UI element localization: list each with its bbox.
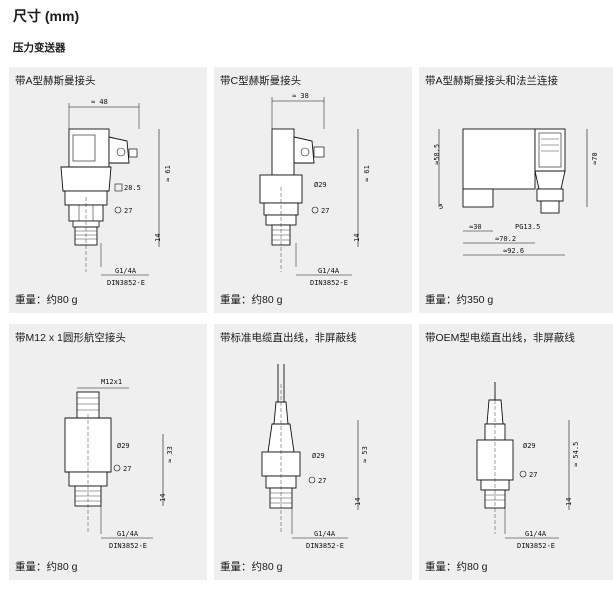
dim-height: ≈ 53: [361, 446, 369, 463]
standard-label: DIN3852-E: [306, 542, 344, 550]
dim-height: ≈ 54.5: [572, 442, 580, 467]
dim-square: 28.5: [124, 184, 141, 192]
dim-hex: 27: [529, 471, 537, 479]
standard-label: DIN3852-E: [517, 542, 555, 550]
dim-30: ≈30: [469, 223, 482, 231]
thread-label: G1/4A: [117, 530, 139, 538]
thread-label: G1/4A: [525, 530, 547, 538]
dim-height: ≈ 61: [363, 165, 371, 182]
dim-thread-len: 14: [159, 494, 167, 502]
dim-diameter: Ø29: [117, 442, 130, 450]
standard-label: DIN3852-E: [310, 279, 348, 287]
page-title: 尺寸 (mm): [13, 8, 80, 24]
weight-label: 重量：约80 g: [220, 561, 283, 573]
card-oem-cable: 带OEM型电缆直出线，非屏蔽线 Ø29 27 ≈ 54.5 14 G1/4A D…: [419, 324, 613, 580]
drawing-oem-cable: Ø29 27 ≈ 54.5 14 G1/4A DIN3852-E: [476, 382, 580, 550]
thread-label: G1/4A: [314, 530, 336, 538]
dim-hex: 27: [123, 465, 131, 473]
dim-width: ≈ 48: [91, 98, 108, 106]
weight-label: 重量：约80 g: [220, 294, 283, 306]
dim-thread-len: 14: [354, 498, 362, 506]
thread-label: G1/4A: [318, 267, 340, 275]
dim-diameter: Ø29: [312, 452, 325, 460]
card-hirschmann-c: 带C型赫斯曼接头 ≈ 38 Ø29 27 ≈ 61 14 G1/4A DIN38…: [214, 67, 412, 313]
dim-diameter: Ø29: [523, 442, 536, 450]
thread-label: G1/4A: [115, 267, 137, 275]
card-title: 带A型赫斯曼接头: [15, 75, 96, 87]
drawing-hirschmann-a: ≈ 48 28.5 27 ≈ 61 14 G1/4A DIN3852-E: [60, 98, 172, 287]
drawing-m12-connector: M12x1 Ø29 27 ≈ 33 14 G1/4A DIN3852-E: [64, 378, 174, 550]
weight-label: 重量：约80 g: [15, 294, 78, 306]
card-hirschmann-a-flange: 带A型赫斯曼接头和法兰连接 ≈58.5 5 ≈70 ≈30 PG13.5 ≈70…: [419, 67, 613, 313]
drawing-hirschmann-c: ≈ 38 Ø29 27 ≈ 61 14 G1/4A DIN3852-E: [259, 92, 371, 287]
dim-height: ≈58.5: [433, 144, 441, 165]
card-title: 带M12 x 1圆形航空接头: [15, 332, 126, 344]
dim-92: ≈92.6: [503, 247, 524, 255]
dim-height: ≈ 61: [164, 165, 172, 182]
standard-label: DIN3852-E: [109, 542, 147, 550]
section-title: 压力变送器: [13, 42, 66, 54]
dim-diameter: Ø29: [314, 181, 327, 189]
standard-label: DIN3852-E: [107, 279, 145, 287]
dim-height-total: ≈70: [591, 152, 599, 165]
weight-label: 重量：约80 g: [15, 561, 78, 573]
drawing-hirschmann-a-flange: ≈58.5 5 ≈70 ≈30 PG13.5 ≈70.2 ≈92.6: [433, 128, 599, 256]
card-standard-cable: 带标准电缆直出线，非屏蔽线 Ø29 27 ≈ 53 14 G1/4A DIN38…: [214, 324, 412, 580]
card-m12-connector: 带M12 x 1圆形航空接头 M12x1 Ø29 27 ≈ 33 14 G1/4…: [9, 324, 207, 580]
gland-label: PG13.5: [515, 223, 540, 231]
dim-small: 5: [439, 203, 443, 211]
dim-70: ≈70.2: [495, 235, 516, 243]
weight-label: 重量：约350 g: [425, 294, 494, 306]
dim-hex: 27: [321, 207, 329, 215]
drawing-standard-cable: Ø29 27 ≈ 53 14 G1/4A DIN3852-E: [261, 364, 369, 550]
weight-label: 重量：约80 g: [425, 561, 488, 573]
dim-thread-len: 14: [154, 234, 162, 242]
card-title: 带OEM型电缆直出线，非屏蔽线: [425, 332, 575, 344]
card-hirschmann-a: 带A型赫斯曼接头 ≈ 48 28.5 27 ≈ 61 14: [9, 67, 207, 313]
dim-width: ≈ 38: [292, 92, 309, 100]
dim-height: ≈ 33: [166, 446, 174, 463]
dim-hex: 27: [124, 207, 132, 215]
dim-connector: M12x1: [101, 378, 122, 386]
dim-thread-len: 14: [565, 498, 573, 506]
dim-thread-len: 14: [353, 234, 361, 242]
card-title: 带标准电缆直出线，非屏蔽线: [220, 332, 357, 344]
card-title: 带A型赫斯曼接头和法兰连接: [425, 75, 559, 87]
dim-hex: 27: [318, 477, 326, 485]
card-title: 带C型赫斯曼接头: [220, 75, 302, 87]
